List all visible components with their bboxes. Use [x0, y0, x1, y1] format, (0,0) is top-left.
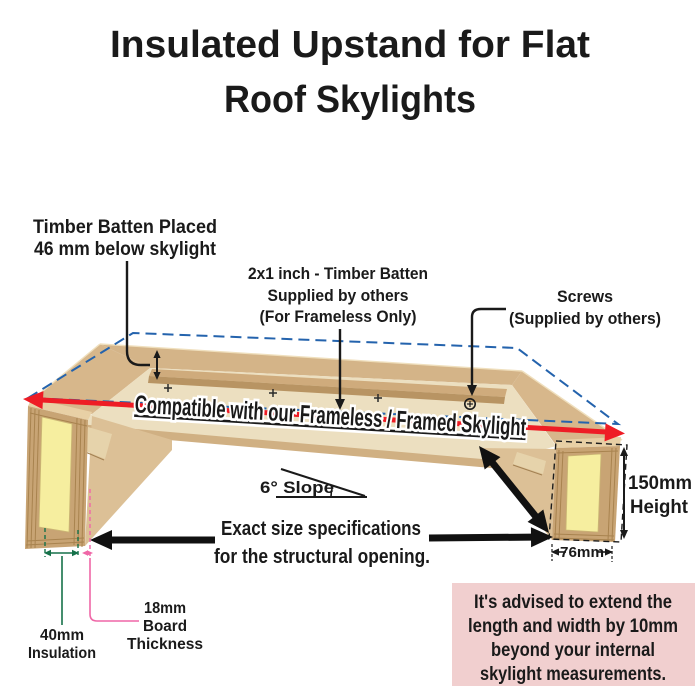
- back-wall-top: [100, 344, 522, 385]
- back-batten-top: [149, 369, 507, 397]
- screws-label-line1: Screws: [557, 287, 613, 306]
- slope-angle-glyph: [276, 468, 367, 498]
- right-side-batten-shadow: [512, 464, 543, 476]
- advisory-box: It's advised to extend the length and wi…: [452, 583, 695, 686]
- left-insulation-core: [38, 416, 73, 533]
- insulation-dimension: [44, 528, 79, 625]
- insulation-label-line2: Insulation: [28, 645, 96, 662]
- structural-opening-label-line1: Exact size specifications: [221, 518, 421, 540]
- red-compatibility-arrow: [23, 391, 625, 442]
- right-insulation-core: [565, 453, 602, 533]
- left-side-batten: [83, 427, 112, 459]
- screws-label-line2: (Supplied by others): [509, 309, 661, 328]
- width-dimension-value: 76mm: [560, 544, 604, 561]
- advisory-line3: beyond your internal: [491, 640, 655, 661]
- board-thickness-dimension: [82, 489, 139, 622]
- timber-batten-leader-line: [125, 261, 150, 367]
- gap-46mm-dimension-arrow: [153, 350, 161, 380]
- advisory-line4: skylight measurements.: [480, 664, 666, 685]
- slope-label: 6° Slope: [260, 478, 334, 497]
- advisory-line2: length and width by 10mm: [468, 616, 678, 637]
- batten-2x1-leader-arrow: [335, 329, 345, 410]
- board-thickness-label-line2: Board: [143, 618, 187, 635]
- right-section-measure-outline: [548, 440, 628, 543]
- top-edge-highlight: [99, 343, 523, 372]
- structural-opening-horizontal-arrow: [90, 527, 553, 550]
- batten-2x1-label-line2: Supplied by others: [268, 286, 409, 305]
- right-side-batten: [513, 452, 546, 474]
- insulation-label-line1: 40mm: [40, 627, 84, 644]
- ledge-front-edge: [76, 424, 505, 469]
- height-dimension-arrow: [620, 447, 628, 539]
- red-arrowhead-right: [604, 423, 625, 442]
- left-edge-highlight: [31, 343, 101, 401]
- timber-batten-label-line2: 46 mm below skylight: [34, 239, 217, 260]
- back-batten-face: [148, 376, 505, 404]
- height-dimension-value: 150mm: [628, 473, 692, 494]
- batten-2x1-label-line1: 2x1 inch - Timber Batten: [248, 264, 428, 283]
- right-cross-section: [548, 437, 628, 543]
- structural-opening-label-line2: for the structural opening.: [214, 546, 430, 568]
- batten-2x1-label-line3: (For Frameless Only): [260, 307, 417, 326]
- board-thickness-label-line1: 18mm: [144, 600, 186, 617]
- ledge-screw-marks: [164, 384, 382, 402]
- width-dimension-arrow: [551, 544, 613, 562]
- right-wall-top: [512, 371, 622, 448]
- left-cross-section: [25, 398, 92, 549]
- board-thickness-label-line3: Thickness: [127, 636, 203, 653]
- left-wall-top: [32, 344, 150, 414]
- structural-opening-diagonal-arrow: [479, 446, 549, 533]
- red-arrowhead-left: [23, 391, 44, 410]
- upstand-3d-render: [25, 343, 628, 549]
- page-title-line2: Roof Skylights: [224, 79, 476, 121]
- timber-batten-label-line1: Timber Batten Placed: [33, 217, 217, 238]
- screw-icon: [463, 397, 476, 410]
- height-dimension-label: Height: [630, 497, 689, 518]
- screws-leader-arrow: [463, 307, 506, 410]
- advisory-line1: It's advised to extend the: [474, 592, 672, 613]
- page-title-line1: Insulated Upstand for Flat: [110, 24, 590, 66]
